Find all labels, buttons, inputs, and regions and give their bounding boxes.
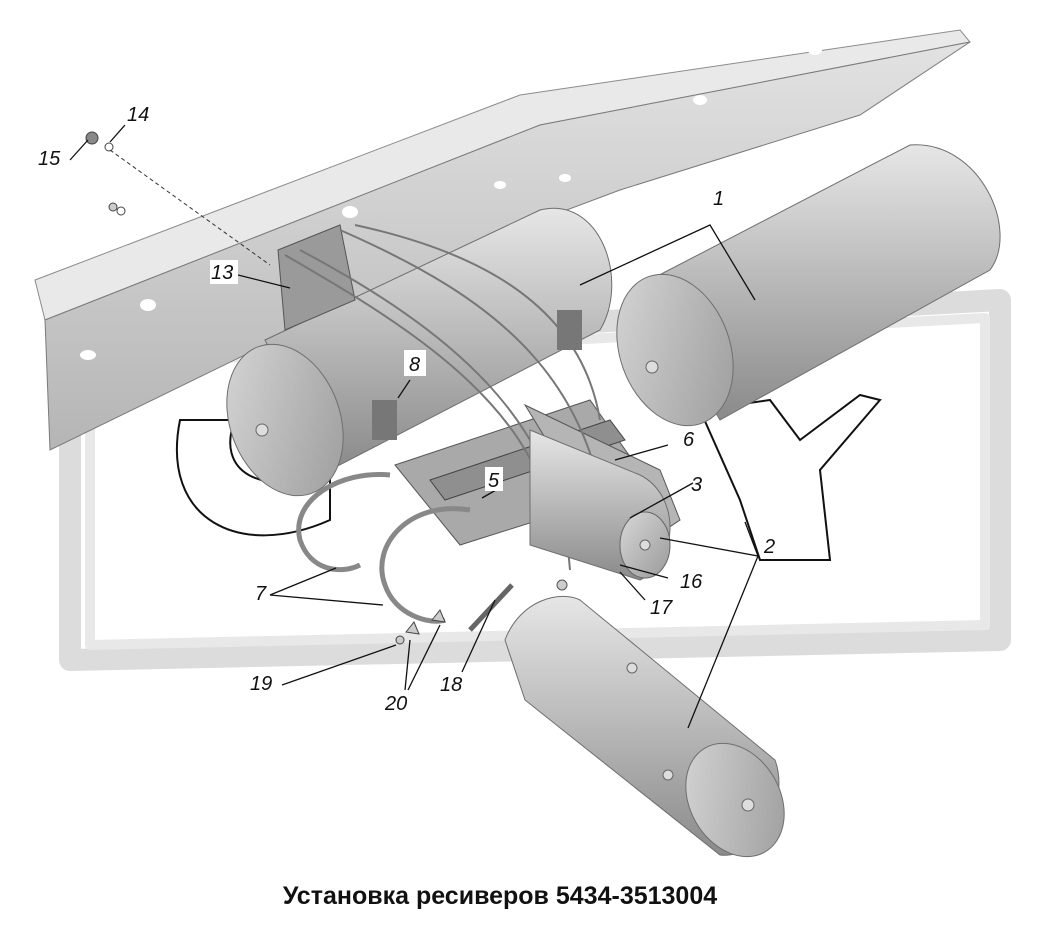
callout-15: 15: [38, 148, 61, 170]
receiver-tank-lower: [504, 595, 785, 858]
callout-18: 18: [440, 674, 462, 696]
callout-17: 17: [650, 597, 673, 619]
drawing-title: Установка ресиверов 5434-3513004: [282, 882, 718, 910]
callout-2: 2: [763, 536, 775, 558]
callout-5: 5: [488, 470, 500, 492]
callout-20: 20: [384, 693, 407, 715]
clamp-bands: [296, 471, 471, 624]
callout-3: 3: [691, 474, 702, 496]
leader-lines: [69, 124, 760, 729]
callout-labels: 1 2 3 5 6 7 8 13 14 15 16 17 18 19 20: [38, 104, 775, 715]
callout-13: 13: [211, 262, 233, 284]
callout-16: 16: [680, 571, 703, 593]
chassis-frame: [34, 29, 971, 451]
callout-1: 1: [713, 188, 724, 210]
receiver-tank-upper-right: [616, 144, 1001, 427]
callout-14: 14: [127, 104, 149, 126]
callout-7: 7: [255, 583, 267, 605]
callout-8: 8: [409, 354, 420, 376]
assembly-path-line: [109, 149, 271, 266]
callout-19: 19: [250, 673, 272, 695]
receiver-tank-small: [529, 429, 671, 581]
callout-6: 6: [683, 429, 695, 451]
